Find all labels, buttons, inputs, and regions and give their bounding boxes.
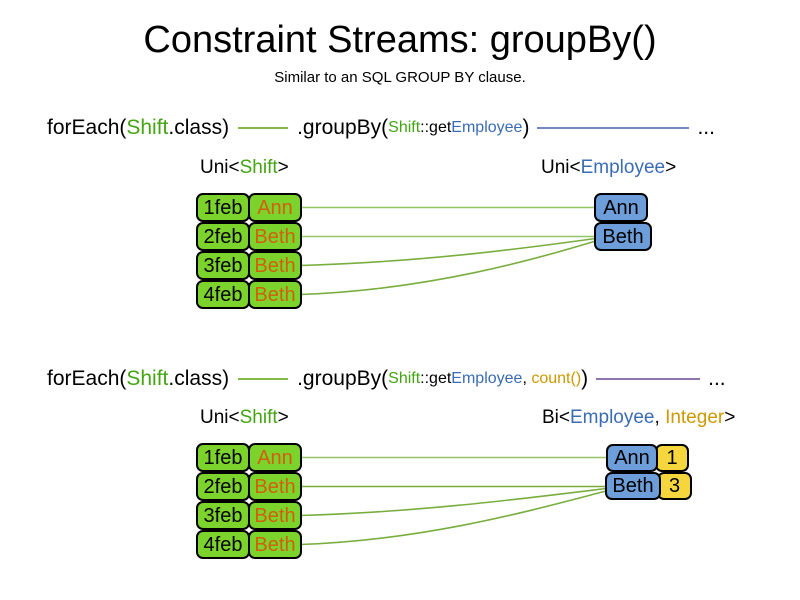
shift-employee-cell: Beth: [248, 501, 302, 530]
stream-segment-purple: [596, 378, 701, 380]
label-separator: ,: [654, 407, 666, 428]
groupby-close: ): [581, 367, 589, 390]
shift-date-cell: 3feb: [196, 501, 250, 530]
groupby-arg-class: Shift: [388, 119, 421, 136]
shift-employee-cell: Beth: [248, 222, 302, 251]
label-type: Shift: [239, 157, 278, 178]
groupby-close: ): [522, 116, 530, 139]
foreach-open: forEach(: [47, 367, 127, 390]
shift-date-cell: 2feb: [196, 472, 250, 501]
ellipsis: ...: [697, 116, 715, 139]
connector-3feb-beth-2: [299, 487, 611, 517]
foreach-open: forEach(: [47, 116, 127, 139]
ellipsis: ...: [708, 367, 726, 390]
label-close: >: [277, 407, 289, 428]
label-open: Uni<: [200, 157, 240, 178]
groupby-arg-type: Employee: [451, 119, 523, 136]
group-key-box: Beth: [605, 472, 661, 500]
groupby-arg-separator: ,: [522, 370, 532, 387]
shift-date-cell: 2feb: [196, 222, 250, 251]
connector-4feb-beth-2: [299, 489, 611, 546]
group-key-box: Beth: [594, 222, 652, 251]
stream-segment-blue: [537, 127, 690, 129]
foreach-close: .class): [168, 367, 230, 390]
label-type2: Integer: [665, 407, 725, 428]
label-open: Uni<: [541, 157, 581, 178]
shift-employee-cell: Ann: [248, 443, 302, 472]
shift-date-cell: 1feb: [196, 443, 250, 472]
group-key-box: Ann: [594, 193, 648, 222]
connector-4feb-beth: [299, 239, 600, 296]
groupby-arg-type: Employee: [451, 370, 523, 387]
page-subtitle: Similar to an SQL GROUP BY clause.: [274, 69, 526, 86]
code-line-1: forEach(Shift.class) .groupBy(Shift::get…: [47, 116, 715, 140]
source-type-label-1: Uni<Shift>: [200, 157, 289, 179]
groupby-arg-method: ::get: [420, 119, 452, 136]
shift-date-cell: 3feb: [196, 251, 250, 280]
label-type: Employee: [570, 407, 655, 428]
shift-date-cell: 4feb: [196, 280, 250, 309]
label-close: >: [277, 157, 289, 178]
result-type-label-2: Bi<Employee, Integer>: [542, 407, 735, 429]
label-open: Bi<: [542, 407, 570, 428]
group-count-box: 3: [657, 472, 692, 500]
shift-employee-cell: Beth: [248, 530, 302, 559]
label-open: Uni<: [200, 407, 240, 428]
connector-3feb-beth: [299, 237, 600, 267]
shift-employee-cell: Beth: [248, 472, 302, 501]
groupby-arg-collector: count(): [531, 370, 582, 387]
foreach-class-arg: Shift: [126, 367, 169, 390]
foreach-close: .class): [168, 116, 230, 139]
stream-segment-green: [238, 378, 289, 380]
shift-employee-cell: Beth: [248, 251, 302, 280]
shift-date-cell: 4feb: [196, 530, 250, 559]
shift-date-cell: 1feb: [196, 193, 250, 222]
label-close: >: [724, 407, 736, 428]
source-type-label-2: Uni<Shift>: [200, 407, 289, 429]
shift-employee-cell: Beth: [248, 280, 302, 309]
groupby-open: .groupBy(: [297, 116, 389, 139]
label-type: Employee: [580, 157, 666, 178]
result-type-label-1: Uni<Employee>: [541, 157, 676, 179]
label-close: >: [665, 157, 677, 178]
page-title: Constraint Streams: groupBy(): [143, 19, 657, 61]
stream-segment-green: [238, 127, 289, 129]
label-type: Shift: [239, 407, 278, 428]
group-key-box: Ann: [606, 444, 658, 472]
code-line-2: forEach(Shift.class) .groupBy(Shift::get…: [47, 367, 726, 391]
group-count-box: 1: [655, 444, 689, 472]
groupby-arg-class: Shift: [388, 370, 421, 387]
shift-employee-cell: Ann: [248, 193, 302, 222]
groupby-arg-method: ::get: [420, 370, 452, 387]
foreach-class-arg: Shift: [126, 116, 169, 139]
groupby-open: .groupBy(: [297, 367, 389, 390]
